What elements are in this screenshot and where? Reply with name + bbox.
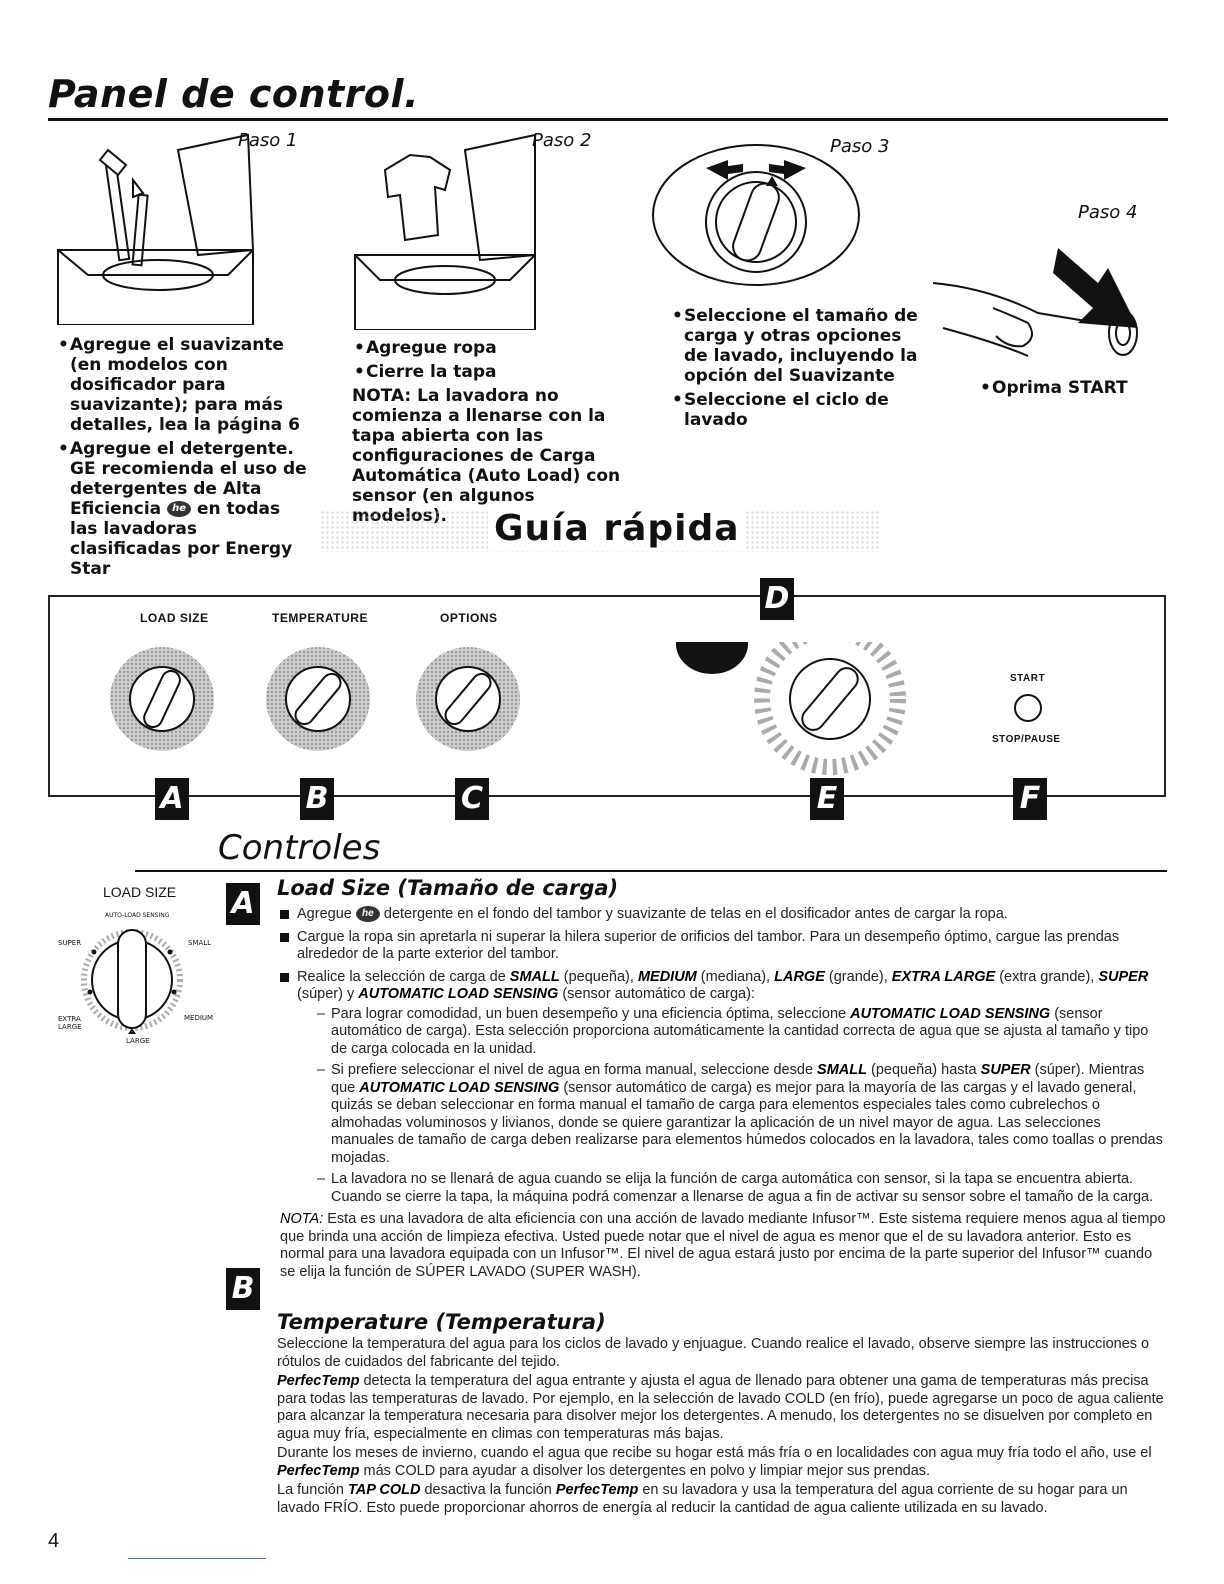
section-a-bullet: Agregue he detergente en el fondo del ta… bbox=[280, 906, 1166, 924]
controls-title: Controles bbox=[218, 828, 381, 868]
dial-large-label: LARGE bbox=[126, 1037, 150, 1045]
tag-e: E bbox=[810, 778, 844, 820]
section-b-body: Seleccione la temperatura del agua para … bbox=[277, 1336, 1167, 1519]
section-a-bullet: Cargue la ropa sin apretarla ni superar … bbox=[280, 929, 1166, 964]
start-label: START bbox=[1010, 673, 1046, 684]
step2-label: Paso 2 bbox=[532, 130, 592, 151]
step3-label: Paso 3 bbox=[830, 136, 890, 157]
dial-auto-label: AUTO-LOAD SENSING bbox=[105, 912, 170, 919]
step3-text: Seleccione el tamaño de carga y otras op… bbox=[670, 306, 918, 434]
step3-bullet: Seleccione el ciclo de lavado bbox=[672, 390, 918, 430]
cycle-knob[interactable] bbox=[754, 642, 906, 775]
step4-text: Oprima START bbox=[978, 378, 1148, 402]
quick-guide-title: Guía rápida bbox=[488, 508, 746, 549]
footer-line bbox=[128, 1558, 266, 1559]
section-a-subitem: La lavadora no se llenará de agua cuando… bbox=[297, 1171, 1166, 1206]
step2-bullet: Agregue ropa bbox=[354, 338, 632, 358]
temperature-label: TEMPERATURE bbox=[272, 611, 368, 625]
options-knob[interactable] bbox=[416, 647, 520, 751]
step1-text: Agregue el suavizante (en modelos con do… bbox=[56, 335, 311, 583]
step3-illustration bbox=[652, 144, 860, 286]
load-size-knob[interactable] bbox=[110, 647, 214, 751]
step1-illustration bbox=[57, 133, 255, 325]
load-size-dial bbox=[81, 929, 183, 1034]
dial-extra-large-label: EXTRA LARGE bbox=[58, 1015, 82, 1031]
stop-pause-label: STOP/PAUSE bbox=[992, 734, 1061, 745]
section-b-paragraph: La función TAP COLD desactiva la función… bbox=[277, 1482, 1128, 1516]
dial-super-label: SUPER bbox=[58, 939, 82, 947]
section-b-paragraph: Durante los meses de invierno, cuando el… bbox=[277, 1445, 1152, 1479]
page-number: 4 bbox=[48, 1530, 60, 1552]
temperature-knob[interactable] bbox=[266, 647, 370, 751]
indicator-light bbox=[676, 642, 748, 674]
section-a-tag: A bbox=[226, 883, 260, 925]
load-size-label: LOAD SIZE bbox=[140, 611, 209, 625]
section-b-paragraph: Seleccione la temperatura del agua para … bbox=[277, 1336, 1150, 1370]
step2-illustration bbox=[354, 133, 536, 330]
options-label: OPTIONS bbox=[440, 611, 498, 625]
dial-medium-label: MEDIUM bbox=[184, 1014, 214, 1022]
section-a-body: Agregue he detergente en el fondo del ta… bbox=[280, 906, 1166, 1283]
panel-knobs bbox=[110, 642, 1042, 775]
controls-rule bbox=[135, 870, 1167, 872]
tag-c: C bbox=[455, 778, 489, 820]
step4-illustration bbox=[932, 248, 1138, 357]
tag-b: B bbox=[300, 778, 334, 820]
section-a-subitem: Si prefiere seleccionar el nivel de agua… bbox=[297, 1062, 1166, 1167]
step1-label: Paso 1 bbox=[238, 130, 298, 151]
start-button[interactable] bbox=[1014, 694, 1042, 722]
step4-bullet: Oprima START bbox=[980, 378, 1148, 398]
section-a-heading: Load Size (Tamaño de carga) bbox=[277, 876, 619, 900]
title-rule bbox=[48, 118, 1168, 121]
dial-caption: LOAD SIZE bbox=[103, 884, 177, 900]
tag-a: A bbox=[155, 778, 189, 820]
he-logo-icon: he bbox=[355, 906, 380, 923]
step2-bullet: Cierre la tapa bbox=[354, 362, 632, 382]
section-b-paragraph: PerfecTemp detecta la temperatura del ag… bbox=[277, 1373, 1164, 1442]
step1-bullet: Agregue el detergente. GE recomienda el … bbox=[58, 439, 311, 579]
section-a-subitem: Para lograr comodidad, un buen desempeño… bbox=[297, 1006, 1166, 1059]
tag-d: D bbox=[760, 578, 794, 620]
dial-small-label: SMALL bbox=[188, 939, 212, 947]
section-b-tag: B bbox=[226, 1268, 260, 1310]
section-a-note: NOTA: Esta es una lavadora de alta efici… bbox=[280, 1211, 1166, 1280]
step2-note: NOTA: La lavadora no comienza a llenarse… bbox=[352, 386, 621, 526]
he-logo-icon: he bbox=[167, 501, 192, 517]
step4-label: Paso 4 bbox=[1078, 202, 1138, 223]
control-panel bbox=[48, 595, 1166, 797]
section-b-heading: Temperature (Temperatura) bbox=[277, 1310, 606, 1334]
tag-f: F bbox=[1013, 778, 1047, 820]
section-a-bullet: Realice la selección de carga de SMALL (… bbox=[280, 969, 1166, 1207]
step2-text: Agregue ropa Cierre la tapa NOTA: La lav… bbox=[352, 338, 632, 526]
page-title: Panel de control. bbox=[48, 72, 420, 116]
step1-bullet: Agregue el suavizante (en modelos con do… bbox=[58, 335, 311, 435]
step3-bullet: Seleccione el tamaño de carga y otras op… bbox=[672, 306, 918, 386]
